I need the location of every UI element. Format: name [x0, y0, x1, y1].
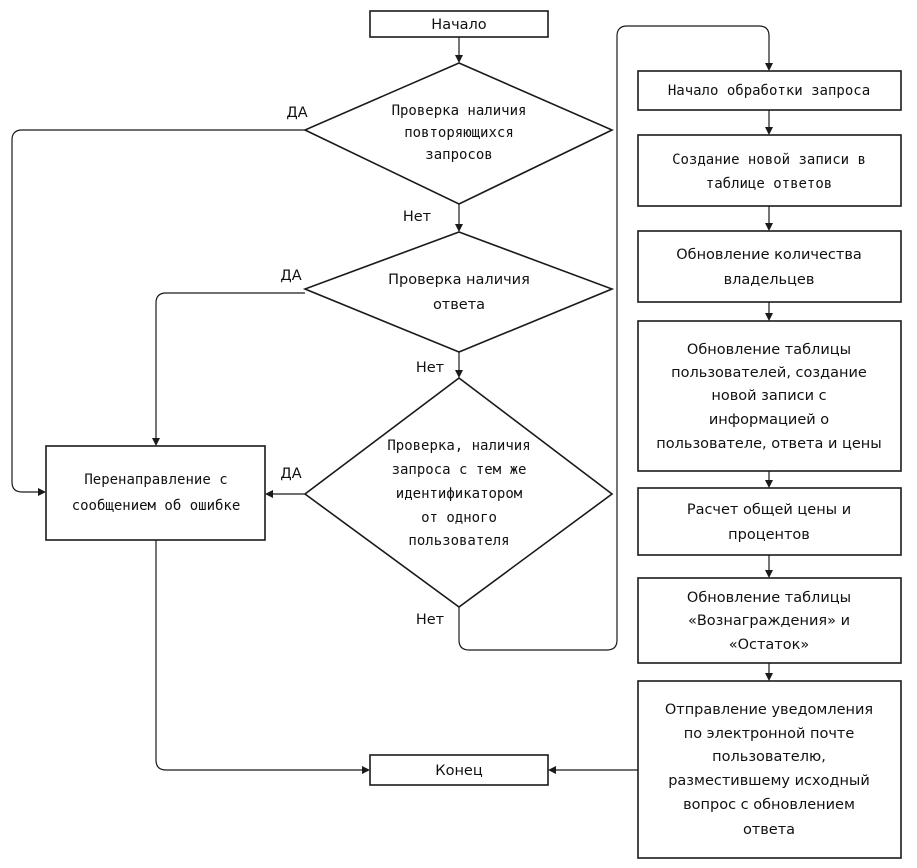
process-1-text-1: Начало обработки запроса	[668, 83, 870, 99]
process-7-text-4: разместившему исходный	[668, 773, 870, 789]
same-id-check-text-5: пользователя	[408, 533, 509, 549]
arrowhead-process-6	[765, 570, 773, 578]
process-box-1	[637, 70, 902, 111]
arrowhead-error-right	[265, 490, 273, 498]
error-redirect-box	[45, 445, 266, 541]
arrowhead-answer	[455, 224, 463, 232]
same-id-check-text-4: от одного	[421, 510, 497, 526]
answer-check-decision	[302, 231, 615, 353]
edge-answer-yes	[155, 292, 305, 438]
process-2-text-1: Создание новой записи в	[672, 152, 866, 168]
process-7-text-2: по электронной почте	[684, 726, 855, 742]
end-terminal	[369, 754, 549, 786]
edge-error-to-end	[155, 540, 362, 771]
duplicate-check-text-3: запросов	[425, 147, 492, 163]
process-box-2	[637, 134, 902, 207]
process-4-text-5: пользователе, ответа и цены	[656, 436, 881, 452]
process-4-text-4: информацией о	[709, 412, 829, 428]
arrowhead-process-3	[765, 223, 773, 231]
label-no-same-id: Нет	[416, 612, 445, 628]
process-box-4	[637, 320, 902, 472]
label-yes-same-id: ДА	[280, 466, 301, 482]
start-terminal	[369, 10, 549, 38]
same-id-check-text-3: идентификатором	[396, 486, 523, 502]
label-yes-answer: ДА	[280, 268, 301, 284]
arrowhead-end-right	[548, 766, 556, 774]
answer-check-text-1: Проверка наличия	[388, 272, 530, 288]
label-no-duplicate: Нет	[403, 209, 432, 225]
arrowhead-end-left	[362, 766, 370, 774]
process-5-text-2: процентов	[728, 527, 810, 543]
arrowhead-process-7	[765, 673, 773, 681]
process-3-text-1: Обновление количества	[676, 247, 862, 263]
process-6-text-1: Обновление таблицы	[687, 590, 851, 606]
label-no-answer: Нет	[416, 360, 445, 376]
arrowhead-process-5	[765, 480, 773, 488]
process-7-text-5: вопрос с обновлением	[683, 797, 855, 813]
process-box-3	[637, 230, 902, 303]
start-text: Начало	[431, 17, 487, 33]
process-7-text-6: ответа	[743, 822, 795, 838]
arrowhead-error-top	[152, 438, 160, 446]
arrowhead-error-left	[38, 488, 46, 496]
arrowhead-process-2	[765, 127, 773, 135]
process-5-text-1: Расчет общей цены и	[687, 502, 851, 518]
process-7-text-3: пользователю,	[712, 749, 826, 765]
label-yes-duplicate: ДА	[286, 105, 307, 121]
process-2-text-2: таблице ответов	[706, 176, 832, 192]
edge-duplicate-yes	[11, 129, 305, 493]
process-7-text-1: Отправление уведомления	[665, 702, 873, 718]
process-3-text-2: владельцев	[724, 272, 815, 288]
same-id-check-text-2: запроса с тем же	[392, 462, 527, 478]
process-4-text-1: Обновление таблицы	[687, 342, 851, 358]
same-id-check-text-1: Проверка, наличия	[387, 438, 530, 454]
end-text: Конец	[435, 763, 483, 779]
duplicate-check-text-1: Проверка наличия	[392, 103, 527, 119]
process-box-5	[637, 487, 902, 556]
error-text-2: сообщением об ошибке	[72, 498, 241, 514]
arrowhead-process-4	[765, 313, 773, 321]
error-text-1: Перенаправление с	[84, 472, 227, 488]
process-6-text-3: «Остаток»	[729, 637, 810, 653]
arrowhead-same-id	[455, 370, 463, 378]
process-4-text-3: новой записи с	[711, 388, 826, 404]
arrowhead-process-1	[765, 63, 773, 71]
process-box-6	[637, 577, 902, 664]
answer-check-text-2: ответа	[433, 297, 485, 313]
edge-same-id-no	[458, 25, 770, 651]
arrowhead-duplicate	[455, 55, 463, 63]
duplicate-check-text-2: повторяющихся	[404, 125, 514, 141]
process-6-text-2: «Вознаграждения» и	[688, 613, 850, 629]
process-4-text-2: пользователей, создание	[671, 365, 867, 381]
